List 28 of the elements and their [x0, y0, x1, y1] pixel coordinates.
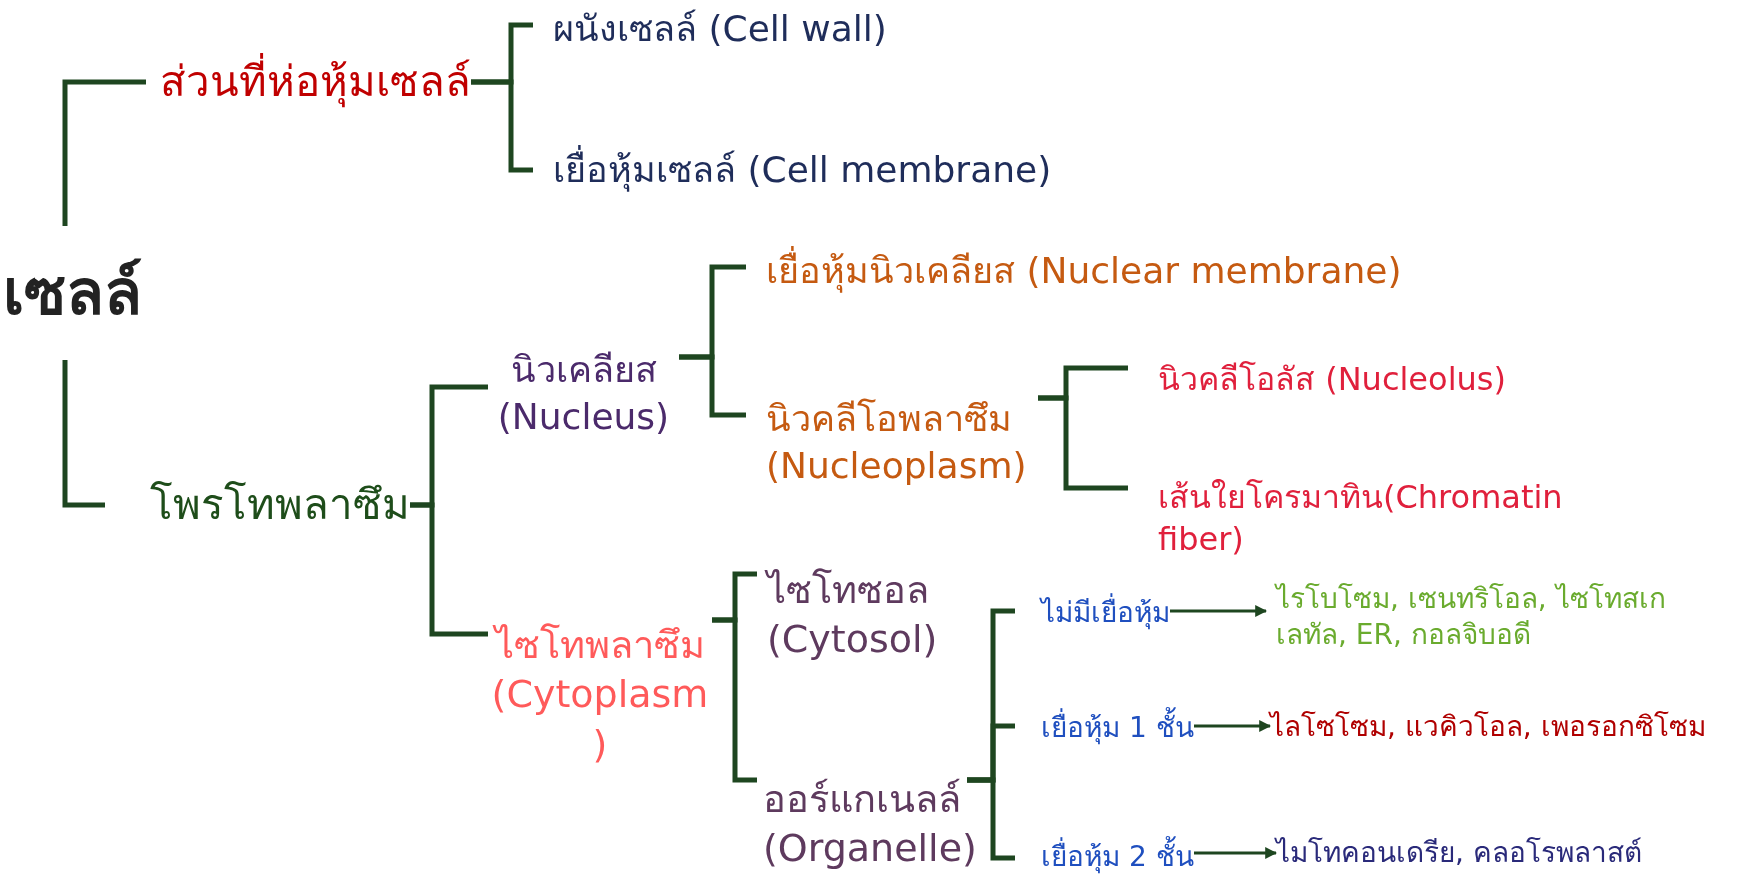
- node-text: เซลล์: [2, 254, 142, 331]
- node-text: นิวคลีโอลัส (Nucleolus): [1158, 359, 1506, 401]
- node-text: เยื่อหุ้มเซลล์ (Cell membrane): [553, 147, 1052, 194]
- bracket-line: [62, 360, 105, 508]
- node-text: โพรโทพลาซึม: [150, 478, 410, 531]
- arrow: [1194, 720, 1272, 732]
- bracket-line: [62, 79, 146, 226]
- node-text: ไลโซโซม, แวคิวโอล, เพอรอกซิโซม: [1270, 708, 1706, 745]
- node-text: นิวคลีโอพลาซึม (Nucleoplasm): [766, 397, 1028, 488]
- node-text: ไม่มีเยื่อหุ้ม: [1041, 595, 1170, 632]
- node-text: เยื่อหุ้มนิวเคลียส (Nuclear membrane): [766, 248, 1402, 295]
- bracket-line: [967, 777, 1015, 861]
- bracket-line: [1038, 395, 1128, 491]
- node-text: ผนังเซลล์ (Cell wall): [553, 6, 887, 51]
- node-text: เส้นใยโครมาทิน(Chromatin fiber): [1158, 477, 1564, 560]
- arrow: [1194, 847, 1278, 859]
- node-text: ส่วนที่ห่อหุ้มเซลล์: [160, 54, 471, 110]
- node-text: นิวเคลียส (Nucleus): [496, 348, 671, 439]
- bracket-line: [410, 502, 488, 637]
- node-text: ไรโบโซม, เซนทริโอล, ไซโทสเกเลทัล, ER, กอลจิบอดี: [1276, 580, 1666, 653]
- node-text: เยื่อหุ้ม 2 ชั้น: [1041, 838, 1194, 876]
- node-text: ไมโทคอนเดรีย, คลอโรพลาสต์: [1276, 834, 1642, 871]
- node-text: ไซโทพลาซึม (Cytoplasm ): [490, 621, 710, 768]
- bracket-line: [471, 79, 533, 173]
- bracket-line: [712, 617, 757, 783]
- arrow: [1170, 605, 1268, 617]
- node-text: ออร์แกเนลล์ (Organelle): [763, 775, 977, 872]
- bracket-line: [679, 354, 746, 418]
